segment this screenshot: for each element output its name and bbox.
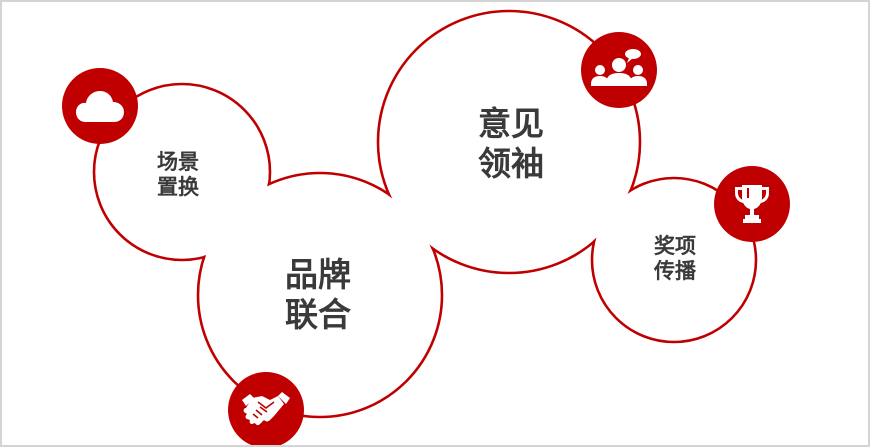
label-kol: 意见 领袖 [478,103,544,183]
people-chat-icon [591,49,647,86]
handshake-icon [242,392,290,426]
cloud-icon [76,91,124,122]
badge-brand [228,372,304,445]
label-brand: 品牌 联合 [285,254,351,334]
label-award: 奖项 传播 [654,234,696,283]
badge-scene [62,68,138,144]
badge-award [714,166,790,242]
trophy-icon [735,185,769,223]
badge-kol [581,32,657,108]
label-scene: 场景 置换 [157,150,199,199]
